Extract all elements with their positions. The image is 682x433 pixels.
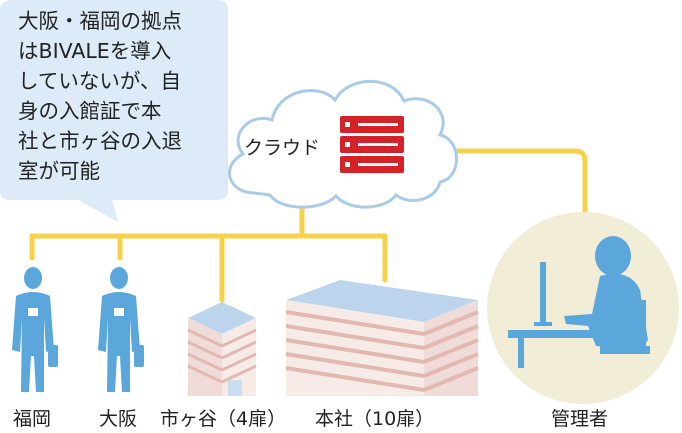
admin-person-icon [508, 236, 650, 368]
person-icon-osaka [98, 267, 144, 392]
cloud-label: クラウド [244, 137, 321, 159]
label-admin: 管理者 [551, 408, 609, 430]
person-icon-fukuoka [12, 267, 58, 392]
building-ichigaya [187, 302, 257, 396]
admin-circle [487, 212, 679, 404]
bubble-text: 大阪・福岡の拠点 はBIVALEを導入 していないが、自 身の入館証で本 社と市… [18, 9, 182, 183]
connection-lines [29, 148, 588, 303]
label-osaka: 大阪 [99, 408, 138, 430]
label-ichigaya: 市ヶ谷（4扉） [160, 408, 287, 430]
speech-bubble [0, 0, 228, 222]
label-fukuoka: 福岡 [13, 408, 52, 430]
label-honsha: 本社（10扉） [315, 408, 435, 430]
building-honsha [285, 280, 479, 396]
server-icon [340, 116, 404, 173]
